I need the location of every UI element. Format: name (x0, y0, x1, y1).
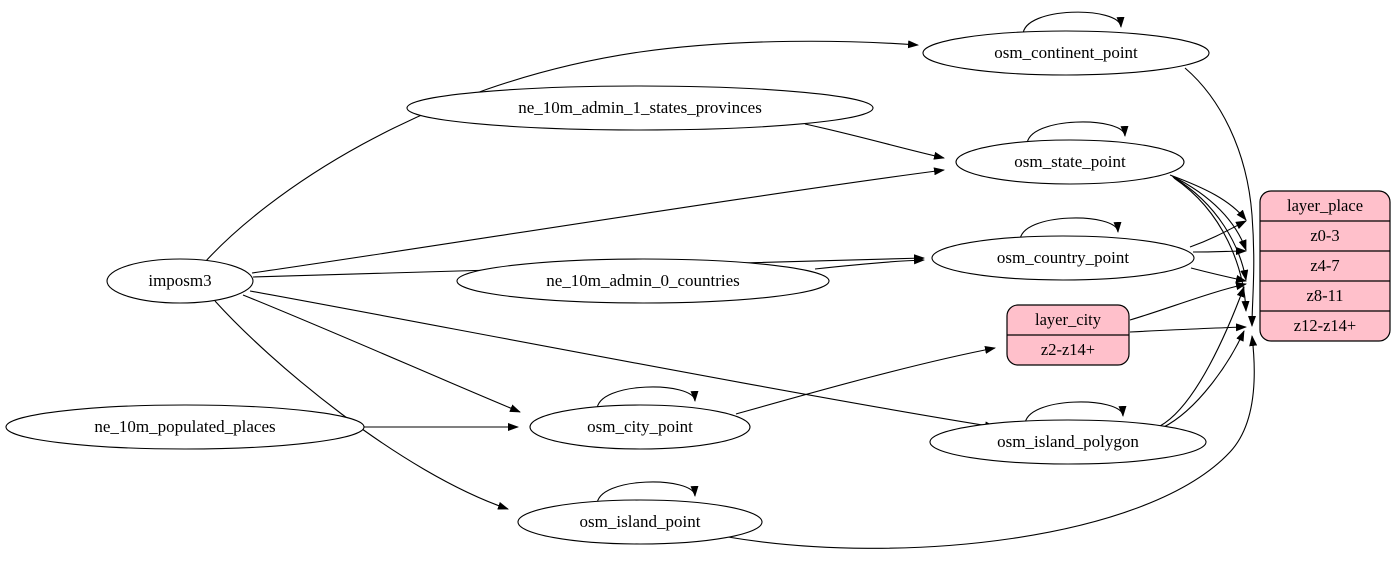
edge-osm_island_polygon-to-layer_place-z8-11 (1159, 286, 1245, 427)
edge-layer_city-to-layer_place-z12-z14 (1129, 323, 1247, 333)
edge-osm_city_point-to-layer_city-z2-z14 (735, 345, 996, 415)
edge-imposm3-to-osm_island_polygon (249, 290, 996, 430)
edge-osm_country_point-to-layer_place-z0-3 (1189, 220, 1247, 248)
node-osm_continent_point[interactable]: osm_continent_point (922, 30, 1210, 76)
layer_place-row-z8-11[interactable]: z8-11 (1307, 286, 1344, 305)
edge-osm_island_point-to-layer_place-z12-z14 (727, 335, 1258, 549)
edge-osm_state_point-to-layer_place-z12-z14 (1173, 177, 1250, 312)
edge-ne_countries-to-osm_country_point (814, 256, 925, 270)
edge-imposm3-to-osm_state_point (251, 167, 945, 274)
edge-self-loop-osm_island_polygon (1024, 401, 1127, 426)
node-label-osm_country_point: osm_country_point (997, 248, 1129, 267)
node-label-osm_island_point: osm_island_point (580, 512, 701, 531)
node-imposm3[interactable]: imposm3 (106, 258, 254, 304)
edge-ne_states-to-osm_state_point (804, 123, 945, 160)
edge-imposm3-to-osm_island_point (214, 300, 509, 510)
node-layer_city[interactable]: layer_city z2-z14+ (1006, 304, 1130, 366)
edge-osm_state_point-to-layer_place-z4-7 (1171, 175, 1247, 251)
node-label-ne_states: ne_10m_admin_1_states_provinces (518, 98, 762, 117)
edge-imposm3-to-osm_continent_point (204, 40, 919, 263)
node-label-osm_island_polygon: osm_island_polygon (997, 432, 1139, 451)
layer_place-row-z0-3[interactable]: z0-3 (1310, 226, 1339, 245)
node-ne_10m_admin_0_countries[interactable]: ne_10m_admin_0_countries (456, 258, 830, 304)
node-osm_state_point[interactable]: osm_state_point (955, 139, 1185, 185)
layer_city-row-z2-z14[interactable]: z2-z14+ (1041, 340, 1095, 359)
edge-self-loop-osm_city_point (596, 386, 699, 411)
node-osm_country_point[interactable]: osm_country_point (931, 235, 1195, 281)
node-osm_island_point[interactable]: osm_island_point (517, 499, 763, 545)
node-label-osm_continent_point: osm_continent_point (994, 43, 1138, 62)
layer_place-row-z12-z14[interactable]: z12-z14+ (1294, 316, 1356, 335)
node-layer: imposm3 ne_10m_admin_1_states_provinces … (5, 30, 1391, 545)
edge-osm_state_point-to-layer_place-z8-11 (1172, 176, 1249, 281)
node-osm_island_polygon[interactable]: osm_island_polygon (929, 419, 1207, 465)
node-label-ne_populated: ne_10m_populated_places (94, 417, 275, 436)
node-ne_10m_admin_1_states_provinces[interactable]: ne_10m_admin_1_states_provinces (406, 85, 874, 131)
edge-self-loop-osm_state_point (1026, 121, 1129, 146)
edge-layer (204, 11, 1258, 549)
node-osm_city_point[interactable]: osm_city_point (529, 404, 751, 450)
node-label-ne_countries: ne_10m_admin_0_countries (546, 271, 740, 290)
edge-osm_island_polygon-to-layer_place-z12-z14 (1161, 330, 1245, 429)
node-layer_place[interactable]: layer_place z0-3 z4-7 z8-11 z12-z14+ (1259, 190, 1391, 342)
edge-layer_city-to-layer_place-z8-11 (1129, 282, 1247, 321)
edge-osm_continent_point-to-layer_place-z12-z14 (1184, 67, 1257, 327)
node-label-imposm3: imposm3 (148, 271, 211, 290)
layer_place-row-z4-7[interactable]: z4-7 (1310, 256, 1339, 275)
layer_place-header: layer_place (1287, 196, 1363, 215)
edge-osm_country_point-to-layer_place-z4-7 (1192, 247, 1247, 256)
edge-imposm3-to-osm_city_point (242, 294, 521, 413)
edge-self-loop-osm_continent_point (1022, 11, 1125, 36)
edge-osm_country_point-to-layer_place-z8-11 (1190, 267, 1247, 283)
layer_city-header: layer_city (1035, 310, 1102, 329)
edge-self-loop-osm_island_point (596, 481, 699, 506)
node-ne_10m_populated_places[interactable]: ne_10m_populated_places (5, 404, 365, 450)
node-label-osm_city_point: osm_city_point (587, 417, 693, 436)
node-label-osm_state_point: osm_state_point (1014, 152, 1126, 171)
edge-self-loop-osm_country_point (1019, 217, 1122, 242)
edge-osm_state_point-to-layer_place-z0-3 (1169, 174, 1247, 221)
